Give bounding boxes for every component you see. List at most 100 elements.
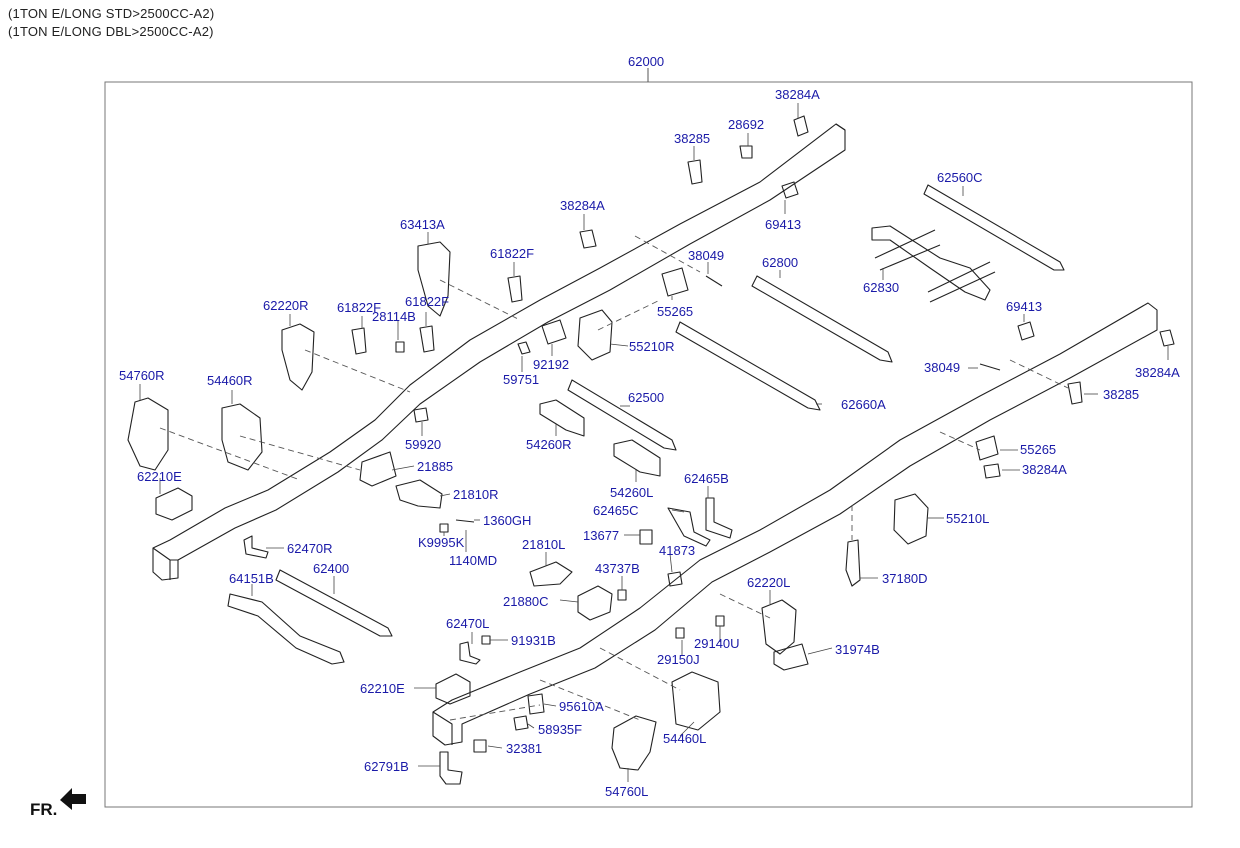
crossmember-64151B <box>227 593 345 665</box>
part-64151B[interactable]: 64151B <box>229 571 274 586</box>
part-29140U[interactable]: 29140U <box>694 636 740 651</box>
clip-92192 <box>541 319 567 345</box>
part-62465B[interactable]: 62465B <box>684 471 729 486</box>
part-38049-1[interactable]: 38049 <box>688 248 724 263</box>
clip-59920 <box>413 407 429 423</box>
bushing-69413-1 <box>781 181 799 199</box>
bushing-69413-2 <box>1017 321 1035 341</box>
part-43737B[interactable]: 43737B <box>595 561 640 576</box>
part-69413-1[interactable]: 69413 <box>765 217 801 232</box>
part-55265-1[interactable]: 55265 <box>657 304 693 319</box>
crossmember-62500 <box>567 379 677 451</box>
part-54760R[interactable]: 54760R <box>119 368 165 383</box>
part-55210L[interactable]: 55210L <box>946 511 989 526</box>
assembly-number[interactable]: 62000 <box>628 54 664 69</box>
bracket-54760L <box>611 715 657 771</box>
part-37180D[interactable]: 37180D <box>882 571 928 586</box>
part-29150J[interactable]: 29150J <box>657 652 700 667</box>
clip-29140U <box>715 615 725 627</box>
part-62210E-2[interactable]: 62210E <box>360 681 405 696</box>
part-62830[interactable]: 62830 <box>863 280 899 295</box>
part-21810L[interactable]: 21810L <box>522 537 565 552</box>
block-55265-1 <box>661 267 689 297</box>
part-54760L[interactable]: 54760L <box>605 784 648 799</box>
part-91931B[interactable]: 91931B <box>511 633 556 648</box>
bracket-62220L <box>761 599 797 655</box>
clip-29150J <box>675 627 685 639</box>
part-55210R[interactable]: 55210R <box>629 339 675 354</box>
part-61822F-3[interactable]: 61822F <box>405 294 449 309</box>
part-55265-2[interactable]: 55265 <box>1020 442 1056 457</box>
bracket-54760R <box>127 397 169 471</box>
bracket-31974B <box>773 643 809 671</box>
part-62210E-1[interactable]: 62210E <box>137 469 182 484</box>
bracket-54460R <box>221 403 263 471</box>
part-38284A-1[interactable]: 38284A <box>775 87 820 102</box>
part-58935F[interactable]: 58935F <box>538 722 582 737</box>
part-21880C[interactable]: 21880C <box>503 594 549 609</box>
part-62470L[interactable]: 62470L <box>446 616 489 631</box>
part-K9995K[interactable]: K9995K <box>418 535 465 550</box>
bracket-62791B <box>439 751 463 785</box>
bolt-38049-2 <box>979 363 1001 371</box>
clip-38284A-2 <box>579 229 597 249</box>
clip-58935F <box>513 715 529 731</box>
part-28692[interactable]: 28692 <box>728 117 764 132</box>
clip-32381 <box>473 739 487 753</box>
part-13677[interactable]: 13677 <box>583 528 619 543</box>
bracket-55210L <box>893 493 929 545</box>
bracket-62465C <box>667 507 711 547</box>
bracket-54460L <box>671 671 721 731</box>
part-1140MD[interactable]: 1140MD <box>449 553 497 568</box>
part-38049-2[interactable]: 38049 <box>924 360 960 375</box>
part-61822F-2[interactable]: 61822F <box>337 300 381 315</box>
bolt-38049-1 <box>705 275 723 287</box>
part-1360GH[interactable]: 1360GH <box>483 513 531 528</box>
part-59920[interactable]: 59920 <box>405 437 441 452</box>
bracket-54260R <box>539 399 585 437</box>
bracket-37180D <box>845 539 861 587</box>
part-62220R[interactable]: 62220R <box>263 298 309 313</box>
part-59751[interactable]: 59751 <box>503 372 539 387</box>
part-62660A[interactable]: 62660A <box>841 397 886 412</box>
part-69413-2[interactable]: 69413 <box>1006 299 1042 314</box>
front-arrow-icon <box>60 788 86 810</box>
part-38284A-3[interactable]: 38284A <box>1135 365 1180 380</box>
clip-41873 <box>667 571 683 587</box>
part-41873[interactable]: 41873 <box>659 543 695 558</box>
part-32381[interactable]: 32381 <box>506 741 542 756</box>
part-54260R[interactable]: 54260R <box>526 437 572 452</box>
part-38284A-4[interactable]: 38284A <box>1022 462 1067 477</box>
bracket-62210E-left <box>435 673 471 705</box>
part-62800[interactable]: 62800 <box>762 255 798 270</box>
part-95610A[interactable]: 95610A <box>559 699 604 714</box>
part-21810R[interactable]: 21810R <box>453 487 499 502</box>
part-38285-2[interactable]: 38285 <box>1103 387 1139 402</box>
crossmember-62400 <box>275 569 393 637</box>
part-38284A-2[interactable]: 38284A <box>560 198 605 213</box>
part-31974B[interactable]: 31974B <box>835 642 880 657</box>
part-38285-1[interactable]: 38285 <box>674 131 710 146</box>
part-54260L[interactable]: 54260L <box>610 485 653 500</box>
part-62560C[interactable]: 62560C <box>937 170 983 185</box>
part-61822F-1[interactable]: 61822F <box>490 246 534 261</box>
bracket-21880C <box>577 585 613 621</box>
part-62465C[interactable]: 62465C <box>593 503 639 518</box>
bracket-21810R <box>395 479 443 509</box>
bracket-62210E-right <box>155 487 193 521</box>
crossmember-62560C <box>923 184 1065 271</box>
part-62791B[interactable]: 62791B <box>364 759 409 774</box>
part-21885[interactable]: 21885 <box>417 459 453 474</box>
bracket-21810L <box>529 561 573 587</box>
part-63413A[interactable]: 63413A <box>400 217 445 232</box>
bracket-54260L <box>613 439 661 477</box>
part-62500[interactable]: 62500 <box>628 390 664 405</box>
part-28114B[interactable]: 28114B <box>372 309 416 324</box>
part-54460R[interactable]: 54460R <box>207 373 253 388</box>
part-92192[interactable]: 92192 <box>533 357 569 372</box>
bracket-55210R <box>577 309 613 361</box>
part-54460L[interactable]: 54460L <box>663 731 706 746</box>
part-62470R[interactable]: 62470R <box>287 541 333 556</box>
part-62400[interactable]: 62400 <box>313 561 349 576</box>
part-62220L[interactable]: 62220L <box>747 575 790 590</box>
